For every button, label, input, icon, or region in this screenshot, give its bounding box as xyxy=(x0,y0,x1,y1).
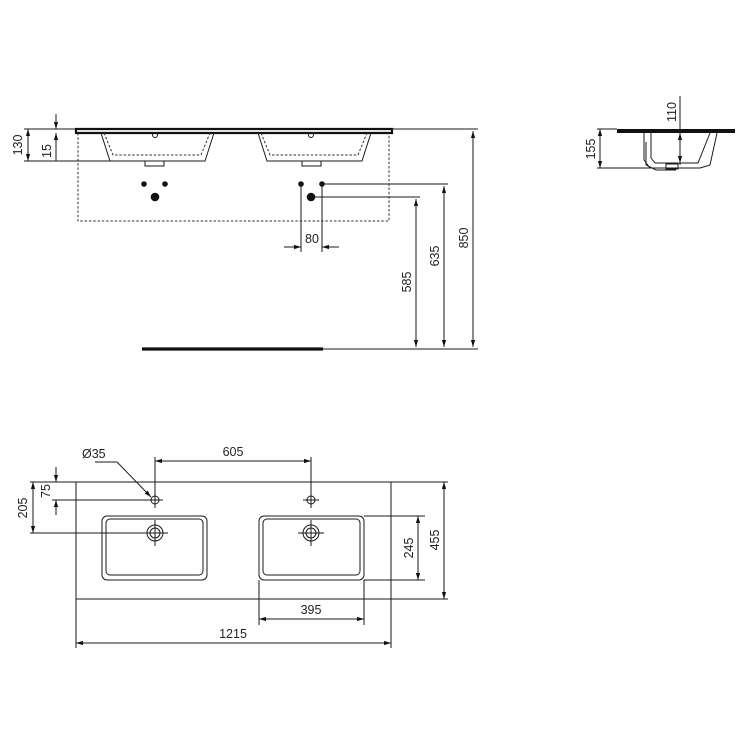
countertop-plan xyxy=(75,481,392,600)
dim-mounting-height: 850 xyxy=(457,228,471,249)
dim-side-overall-depth: 155 xyxy=(584,139,598,160)
dim-supply-height: 635 xyxy=(428,246,442,267)
dim-drain-from-back: 205 xyxy=(16,498,30,519)
side-bowl-outline xyxy=(643,132,718,169)
front-view: 130 15 80 585 635 850 xyxy=(11,114,478,351)
countertop-slab xyxy=(74,127,394,135)
right-overflow-hole xyxy=(308,132,314,138)
side-slab xyxy=(617,129,735,133)
dim-tap-hole-diameter: Ø35 xyxy=(82,447,106,461)
dim-overall-width: 1215 xyxy=(219,627,247,641)
right-bowl-plan xyxy=(258,515,365,581)
cabinet-outline xyxy=(77,133,390,222)
dim-total-height: 130 xyxy=(11,135,25,156)
dim-side-bowl-depth: 110 xyxy=(665,102,679,122)
top-view: Ø35 605 75 205 245 455 395 1215 xyxy=(16,445,448,648)
dim-tap-spacing: 80 xyxy=(305,232,319,246)
left-bowl-plan xyxy=(101,515,208,581)
right-basin-outline xyxy=(257,132,372,162)
dim-tap-hole-spacing: 605 xyxy=(223,445,244,459)
dim-tap-hole-from-back: 75 xyxy=(39,484,53,498)
side-view: 155 110 xyxy=(584,96,735,171)
left-waste-outlet xyxy=(144,160,165,167)
dim-bowl-width: 395 xyxy=(301,603,322,617)
dim-overall-depth: 455 xyxy=(428,530,442,551)
dim-drain-height: 585 xyxy=(400,272,414,293)
left-overflow-hole xyxy=(152,132,158,138)
right-waste-outlet xyxy=(301,160,322,167)
dim-rim-thickness: 15 xyxy=(40,144,54,158)
dim-bowl-depth: 245 xyxy=(402,538,416,559)
left-basin-outline xyxy=(100,132,215,162)
